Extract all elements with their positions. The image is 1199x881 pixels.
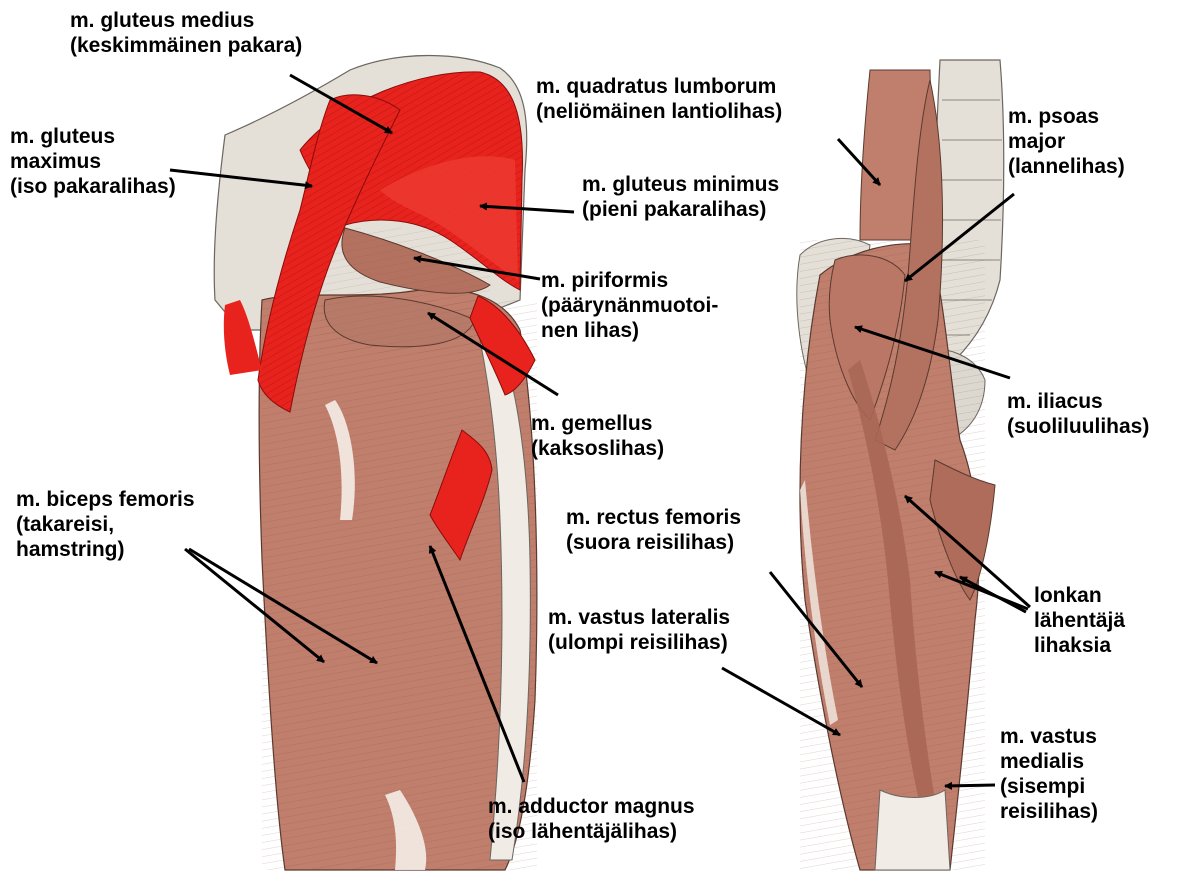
label-line: m. quadratus lumborum xyxy=(536,74,782,99)
label-line: major xyxy=(1008,129,1125,154)
label-rectus-femoris: m. rectus femoris (suora reisilihas) xyxy=(566,505,741,555)
label-biceps-femoris: m. biceps femoris (takareisi, hamstring) xyxy=(16,487,195,562)
label-line: m. gluteus medius xyxy=(70,8,302,33)
label-line: medialis xyxy=(1000,749,1098,774)
label-line: (kaksoslihas) xyxy=(531,436,664,461)
label-line: (sisempi xyxy=(1000,774,1098,799)
label-adductors: lonkan lähentäjä lihaksia xyxy=(1034,583,1125,658)
label-adductor-magnus: m. adductor magnus (iso lähentäjälihas) xyxy=(488,794,695,844)
pointer-vastus-medialis xyxy=(945,785,995,786)
label-line: m. biceps femoris xyxy=(16,487,195,512)
patella-tendon xyxy=(875,790,950,870)
label-line: m. gluteus minimus xyxy=(582,172,779,197)
label-line: (lannelihas) xyxy=(1008,154,1125,179)
label-line: (neliömäinen lantiolihas) xyxy=(536,99,782,124)
label-line: (pieni pakaralihas) xyxy=(582,197,779,222)
label-gluteus-maximus: m. gluteus maximus (iso pakaralihas) xyxy=(10,124,176,199)
label-line: m. adductor magnus xyxy=(488,794,695,819)
label-gluteus-medius: m. gluteus medius (keskimmäinen pakara) xyxy=(70,8,302,58)
label-line: nen lihas) xyxy=(541,318,718,343)
label-gluteus-minimus: m. gluteus minimus (pieni pakaralihas) xyxy=(582,172,779,222)
label-vastus-lateralis: m. vastus lateralis (ulompi reisilihas) xyxy=(548,605,730,655)
label-line: lonkan xyxy=(1034,583,1125,608)
label-line: maximus xyxy=(10,149,176,174)
label-line: (iso pakaralihas) xyxy=(10,174,176,199)
label-line: (suoliluulihas) xyxy=(1007,414,1149,439)
label-line: m. gemellus xyxy=(531,411,664,436)
label-piriformis: m. piriformis (päärynänmuotoi- nen lihas… xyxy=(541,268,718,343)
label-line: lähentäjä xyxy=(1034,608,1125,633)
label-line: (takareisi, xyxy=(16,512,195,537)
label-line: m. vastus xyxy=(1000,724,1098,749)
label-line: (päärynänmuotoi- xyxy=(541,293,718,318)
label-line: (suora reisilihas) xyxy=(566,530,741,555)
label-line: reisilihas) xyxy=(1000,799,1098,824)
label-vastus-medialis: m. vastus medialis (sisempi reisilihas) xyxy=(1000,724,1098,824)
posterior-view xyxy=(214,56,537,871)
label-line: (iso lähentäjälihas) xyxy=(488,819,695,844)
label-line: m. iliacus xyxy=(1007,389,1149,414)
label-gemellus: m. gemellus (kaksoslihas) xyxy=(531,411,664,461)
label-line: m. rectus femoris xyxy=(566,505,741,530)
label-line: m. piriformis xyxy=(541,268,718,293)
label-line: m. vastus lateralis xyxy=(548,605,730,630)
anterior-view xyxy=(797,60,1004,870)
label-line: (ulompi reisilihas) xyxy=(548,630,730,655)
label-line: hamstring) xyxy=(16,537,195,562)
label-psoas-major: m. psoas major (lannelihas) xyxy=(1008,104,1125,179)
label-line: m. psoas xyxy=(1008,104,1125,129)
label-quadratus-lumborum: m. quadratus lumborum (neliömäinen lanti… xyxy=(536,74,782,124)
label-line: (keskimmäinen pakara) xyxy=(70,33,302,58)
label-line: m. gluteus xyxy=(10,124,176,149)
label-line: lihaksia xyxy=(1034,633,1125,658)
label-iliacus: m. iliacus (suoliluulihas) xyxy=(1007,389,1149,439)
